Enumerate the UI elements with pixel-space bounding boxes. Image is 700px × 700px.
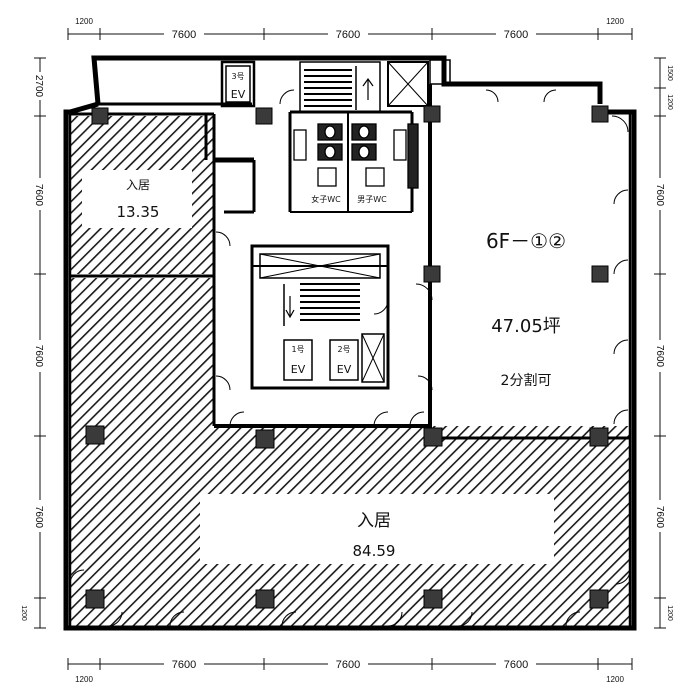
ev2-number: 2号 <box>337 345 350 354</box>
dim-left-3: 7600 <box>33 506 44 529</box>
mens-restroom-label: 男子WC <box>357 195 387 204</box>
dim-right-5: 1200 <box>666 605 673 621</box>
ev1-label: EV <box>291 363 306 376</box>
ev3-label: EV <box>231 88 246 101</box>
dimension-bottom: 1200 7600 7600 7600 1200 <box>75 657 624 684</box>
dim-bottom-2: 7600 <box>336 659 360 671</box>
dim-left-4: 1200 <box>20 605 27 621</box>
dim-top-1: 7600 <box>172 29 196 41</box>
outer-walls <box>63 55 637 631</box>
occupied-small-label-box <box>82 170 192 228</box>
stairs-lower <box>283 283 360 326</box>
dim-left-0: 2700 <box>33 75 44 98</box>
dim-bottom-1: 7600 <box>172 659 196 671</box>
ev3-number: 3号 <box>231 72 244 81</box>
dim-top-4: 1200 <box>606 17 624 26</box>
stairs-top <box>304 66 374 110</box>
occupied-large-label: 入居 <box>357 511 391 531</box>
ev1-number: 1号 <box>291 345 304 354</box>
main-unit-area: 47.05坪 <box>491 316 561 337</box>
columns <box>85 105 609 609</box>
tick-marks <box>34 28 666 670</box>
occupied-large-area: 84.59 <box>353 542 396 560</box>
main-unit-name: 6F－①② <box>486 229 566 253</box>
dim-right-0: 1500 <box>666 65 673 81</box>
dim-left-1: 7600 <box>33 184 44 207</box>
occupied-small-area: 13.35 <box>117 203 160 221</box>
dimension-left: 2700 7600 7600 7600 1200 <box>20 72 47 621</box>
dim-bottom-3: 7600 <box>504 659 528 671</box>
elevator-2: 2号 EV <box>329 339 359 381</box>
door-swings <box>69 89 631 627</box>
elevator-3: 3号 EV <box>225 65 251 103</box>
restroom-fixtures <box>293 123 419 189</box>
core-walls <box>70 59 630 440</box>
elevator-1: 1号 EV <box>283 339 313 381</box>
dim-right-2: 7600 <box>654 184 665 207</box>
womens-restroom-label: 女子WC <box>311 194 341 204</box>
dim-left-2: 7600 <box>33 345 44 368</box>
dim-right-4: 7600 <box>654 506 665 529</box>
ev2-label: EV <box>337 363 352 376</box>
dim-right-3: 7600 <box>654 345 665 368</box>
occupied-large-label-box <box>200 494 554 564</box>
dim-bottom-4: 1200 <box>606 675 624 684</box>
dim-top-0: 1200 <box>75 17 93 26</box>
dim-top-3: 7600 <box>504 29 528 41</box>
dimension-top: 1200 7600 7600 7600 1200 <box>74 14 624 41</box>
dimension-right: 1500 1200 7600 7600 7600 1200 <box>653 65 673 621</box>
dim-bottom-0: 1200 <box>75 675 93 684</box>
dim-top-2: 7600 <box>336 29 360 41</box>
main-unit-note: 2分割可 <box>501 372 552 389</box>
occupied-small-label: 入居 <box>126 178 150 192</box>
dim-right-1: 1200 <box>666 94 673 110</box>
